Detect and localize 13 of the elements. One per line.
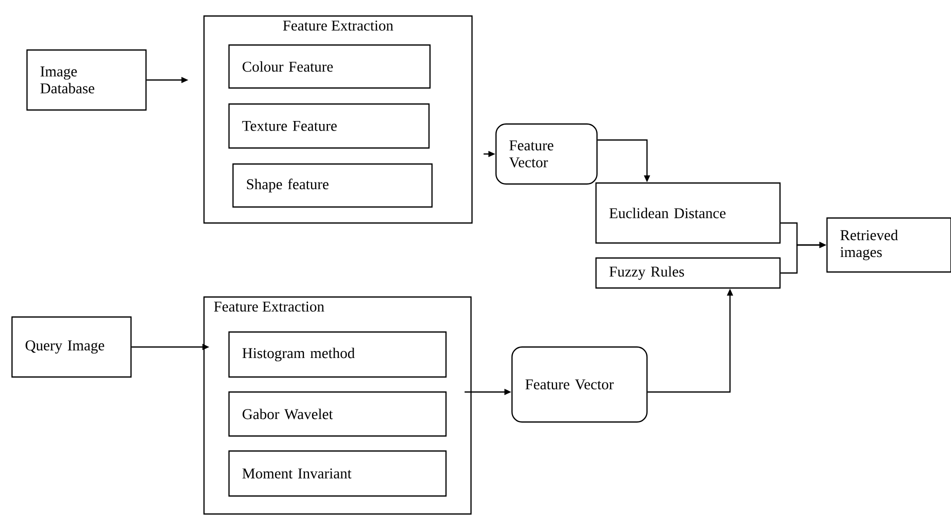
process-box: Moment Invariant <box>228 450 447 497</box>
process-box: Euclidean Distance <box>595 182 781 244</box>
process-box: Gabor Wavelet <box>228 391 447 437</box>
process-box: Texture Feature <box>228 103 430 149</box>
process-box: Fuzzy Rules <box>595 257 781 289</box>
process-box: Retrieved images <box>826 217 951 273</box>
process-box: Query Image <box>11 316 132 378</box>
process-box: Histogram method <box>228 331 447 378</box>
rounded-box: Feature Vector <box>511 346 648 423</box>
process-box: Image Database <box>26 49 147 111</box>
rounded-box: Feature Vector <box>495 123 598 185</box>
process-box: Shape feature <box>232 163 433 208</box>
process-box: Colour Feature <box>228 44 431 89</box>
